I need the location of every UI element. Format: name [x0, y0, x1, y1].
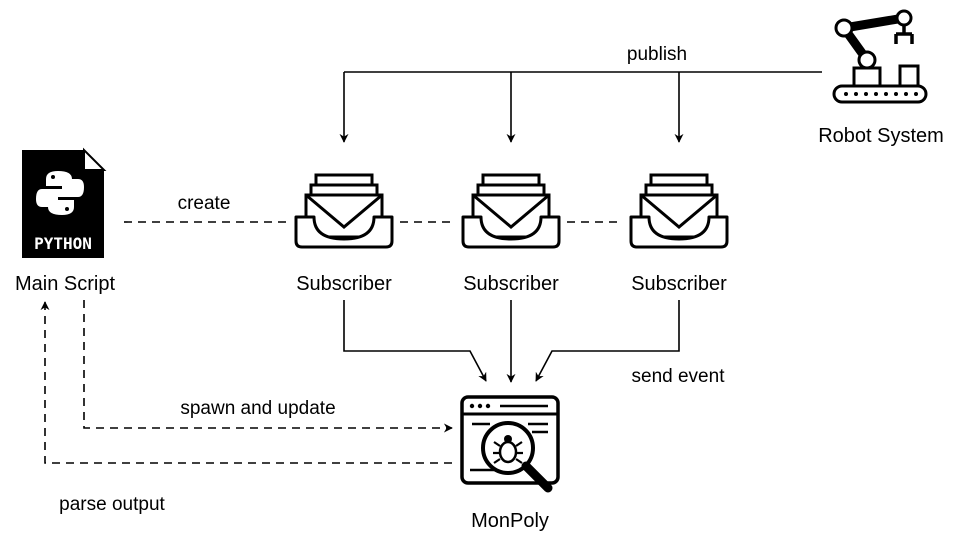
python-file-badge: PYTHON [34, 234, 92, 253]
parse-output-label: parse output [59, 494, 165, 515]
bug-inspection-window-icon [460, 395, 560, 493]
spawn-update-edge [83, 300, 453, 433]
publish-edge [339, 71, 822, 143]
publish-label: publish [627, 44, 687, 65]
subscriber-label: Subscriber [631, 273, 727, 295]
robot-system-label: Robot System [818, 125, 944, 147]
monpoly-label: MonPoly [471, 510, 549, 532]
inbox-tray-icon [461, 173, 561, 249]
spawn-update-label: spawn and update [180, 398, 335, 419]
inbox-tray-icon [629, 173, 729, 249]
main-script-label: Main Script [15, 273, 115, 295]
subscriber-label: Subscriber [463, 273, 559, 295]
inbox-tray-icon [294, 173, 394, 249]
send-event-label: send event [632, 366, 726, 387]
create-label: create [178, 193, 231, 214]
subscriber-label: Subscriber [296, 273, 392, 295]
robot-arm-icon [832, 9, 928, 104]
parse-output-edge [40, 301, 452, 464]
send-event-edge [343, 300, 680, 383]
python-file-icon [22, 147, 107, 258]
